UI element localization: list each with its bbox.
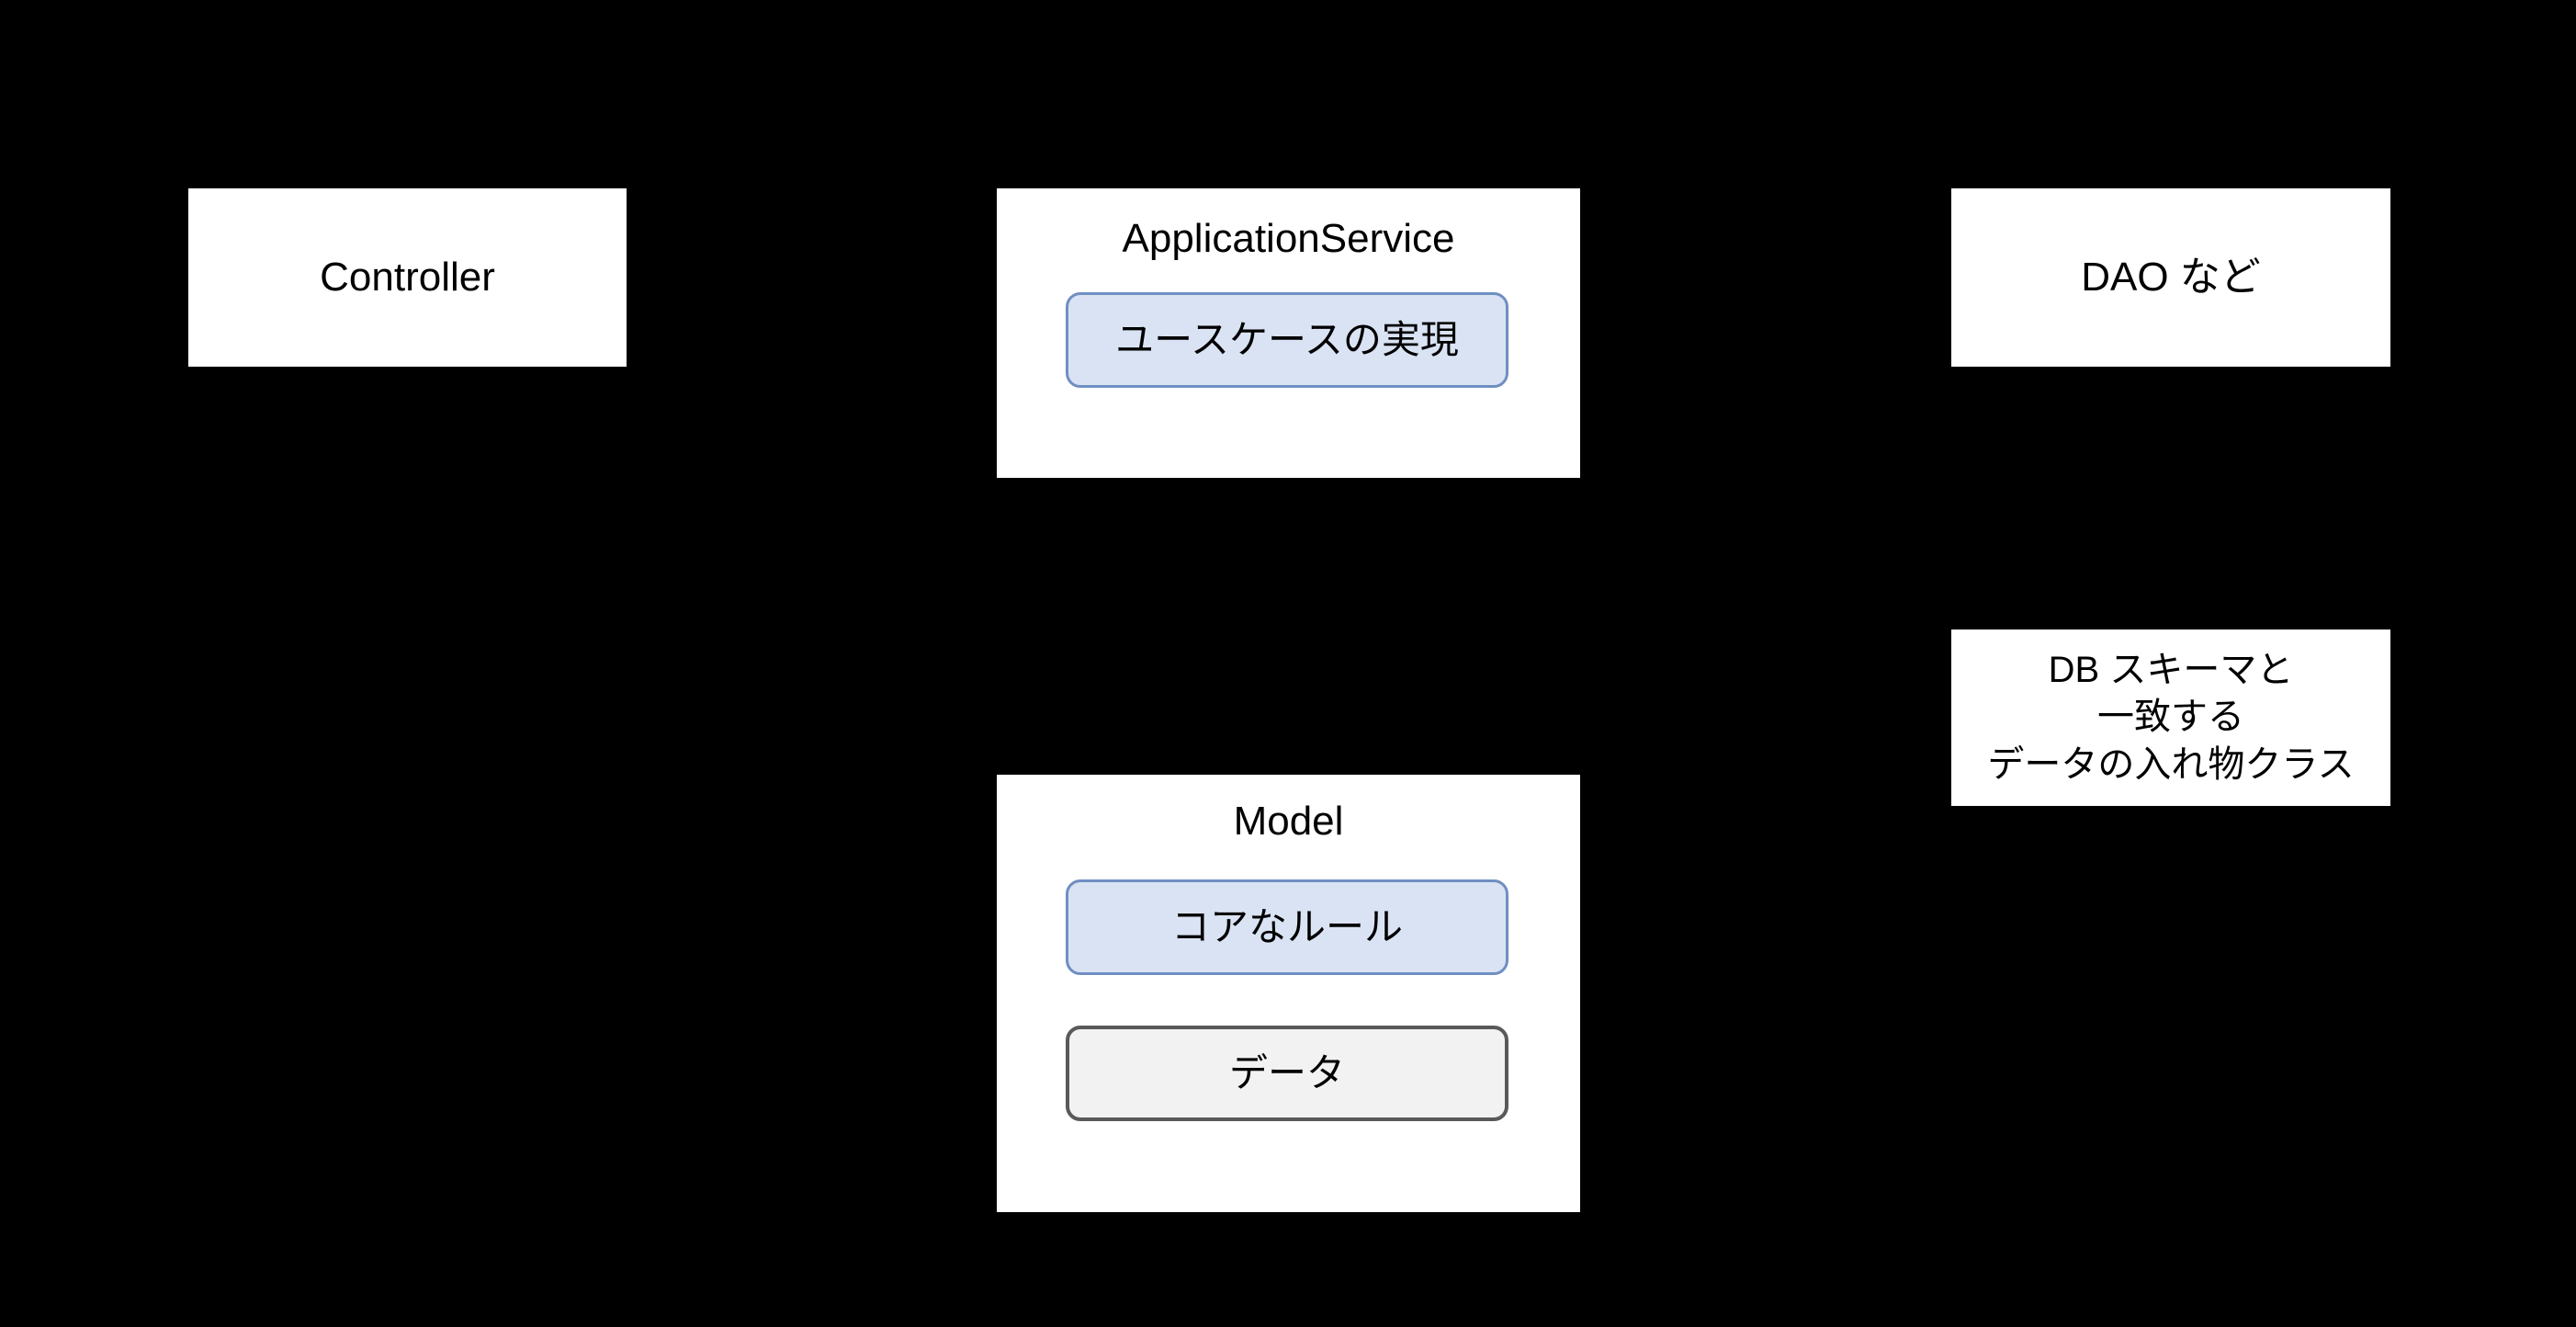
db-schema-note-box[interactable]: DB スキーマと 一致する データの入れ物クラス	[1951, 629, 2390, 806]
application-service-box[interactable]: ApplicationService ユースケースの実現	[997, 188, 1580, 478]
model-box[interactable]: Model コアなルール データ	[997, 775, 1580, 1212]
application-service-chip-usecase[interactable]: ユースケースの実現	[1066, 292, 1508, 388]
application-service-title: ApplicationService	[1122, 216, 1455, 261]
model-chip-data-label: データ	[1228, 1050, 1345, 1094]
controller-title: Controller	[320, 254, 495, 300]
db-schema-note-line-3: データの入れ物クラス	[1987, 743, 2355, 785]
model-title: Model	[1233, 799, 1344, 844]
dao-title: DAO など	[2081, 254, 2261, 300]
model-chip-data[interactable]: データ	[1066, 1026, 1508, 1121]
db-schema-note-line-2: 一致する	[2096, 697, 2244, 738]
db-schema-note-line-1: DB スキーマと	[2048, 650, 2294, 691]
application-service-chip-usecase-label: ユースケースの実現	[1115, 317, 1459, 361]
model-chip-core-rule[interactable]: コアなルール	[1066, 879, 1508, 975]
db-schema-note-text: DB スキーマと 一致する データの入れ物クラス	[1987, 647, 2354, 788]
model-chip-core-rule-label: コアなルール	[1170, 904, 1403, 948]
controller-box[interactable]: Controller	[188, 188, 627, 367]
dao-box[interactable]: DAO など	[1951, 188, 2390, 367]
